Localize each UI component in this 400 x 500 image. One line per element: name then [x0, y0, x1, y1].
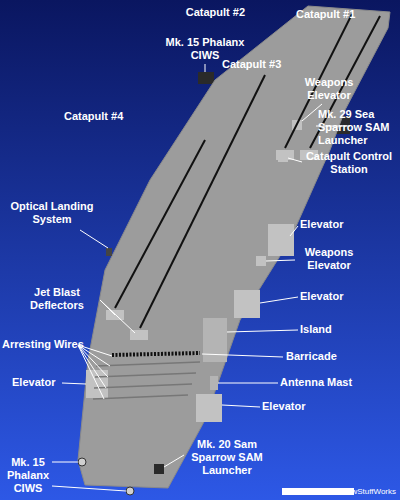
weapons-elevator: [256, 256, 266, 266]
callout-label: Optical Landing System: [2, 200, 102, 226]
catapult-track: [140, 75, 265, 328]
callout-label: Catapult #4: [64, 110, 140, 123]
wire: [94, 384, 192, 388]
leader-line: [78, 345, 104, 399]
optical-landing-system: [106, 248, 112, 256]
phalanx-sponson: [198, 72, 214, 84]
wire: [95, 373, 196, 377]
callout-label: Catapult #2: [160, 6, 245, 19]
callout-label: Elevator: [300, 290, 366, 303]
callout-label: Catapult #1: [296, 8, 386, 21]
leader-line: [78, 345, 106, 388]
leader-line: [52, 486, 126, 491]
leader-line: [205, 64, 206, 72]
flight-deck: [78, 6, 390, 488]
leader-line: [290, 226, 298, 236]
callout-label: Jet Blast Deflectors: [14, 286, 100, 312]
leader-line: [227, 330, 298, 332]
antenna-mast: [210, 376, 218, 390]
callout-label: Catapult #3: [222, 58, 298, 71]
island: [203, 318, 227, 362]
elevator: [196, 394, 222, 422]
callout-label: © 2002 HowStuffWorks: [250, 487, 396, 497]
elevator: [234, 290, 260, 318]
callout-label: Elevator: [262, 400, 328, 413]
leader-line: [218, 383, 278, 384]
callout-label: Antenna Mast: [280, 376, 380, 389]
leader-lines: [52, 64, 350, 491]
callout-label: Barricade: [286, 350, 366, 363]
callout-label: Mk. 20 Sam Sparrow SAM Launcher: [182, 438, 272, 477]
callout-label: Mk. 15 Phalanx CIWS: [2, 456, 54, 495]
leader-line: [164, 455, 184, 467]
catapult-track: [115, 140, 205, 308]
leader-line: [100, 300, 135, 333]
callout-label: Weapons Elevator: [296, 246, 362, 272]
phalanx-mount: [78, 458, 86, 466]
leader-line: [222, 405, 260, 407]
barricade: [112, 353, 200, 355]
leader-line: [62, 383, 86, 384]
wire: [96, 362, 200, 366]
callout-label: Mk. 29 Sea Sparrow SAM Launcher: [318, 108, 398, 147]
callout-label: Elevator: [300, 218, 366, 231]
leader-line: [266, 260, 295, 261]
callout-label: Island: [300, 323, 360, 336]
leader-line: [288, 158, 302, 162]
callout-label: Weapons Elevator: [296, 76, 362, 102]
leader-line: [260, 297, 298, 303]
callout-label: Elevator: [12, 376, 72, 389]
wire: [93, 395, 188, 399]
leader-line: [80, 230, 108, 248]
leader-line: [202, 354, 283, 357]
sea-sparrow-launcher: [154, 464, 164, 474]
elevator: [268, 224, 294, 256]
callout-label: Arresting Wires: [2, 338, 98, 351]
arresting-wires: [93, 362, 200, 399]
callout-label: Catapult Control Station: [300, 150, 398, 176]
leader-line: [52, 462, 78, 463]
phalanx-mount: [126, 487, 134, 495]
